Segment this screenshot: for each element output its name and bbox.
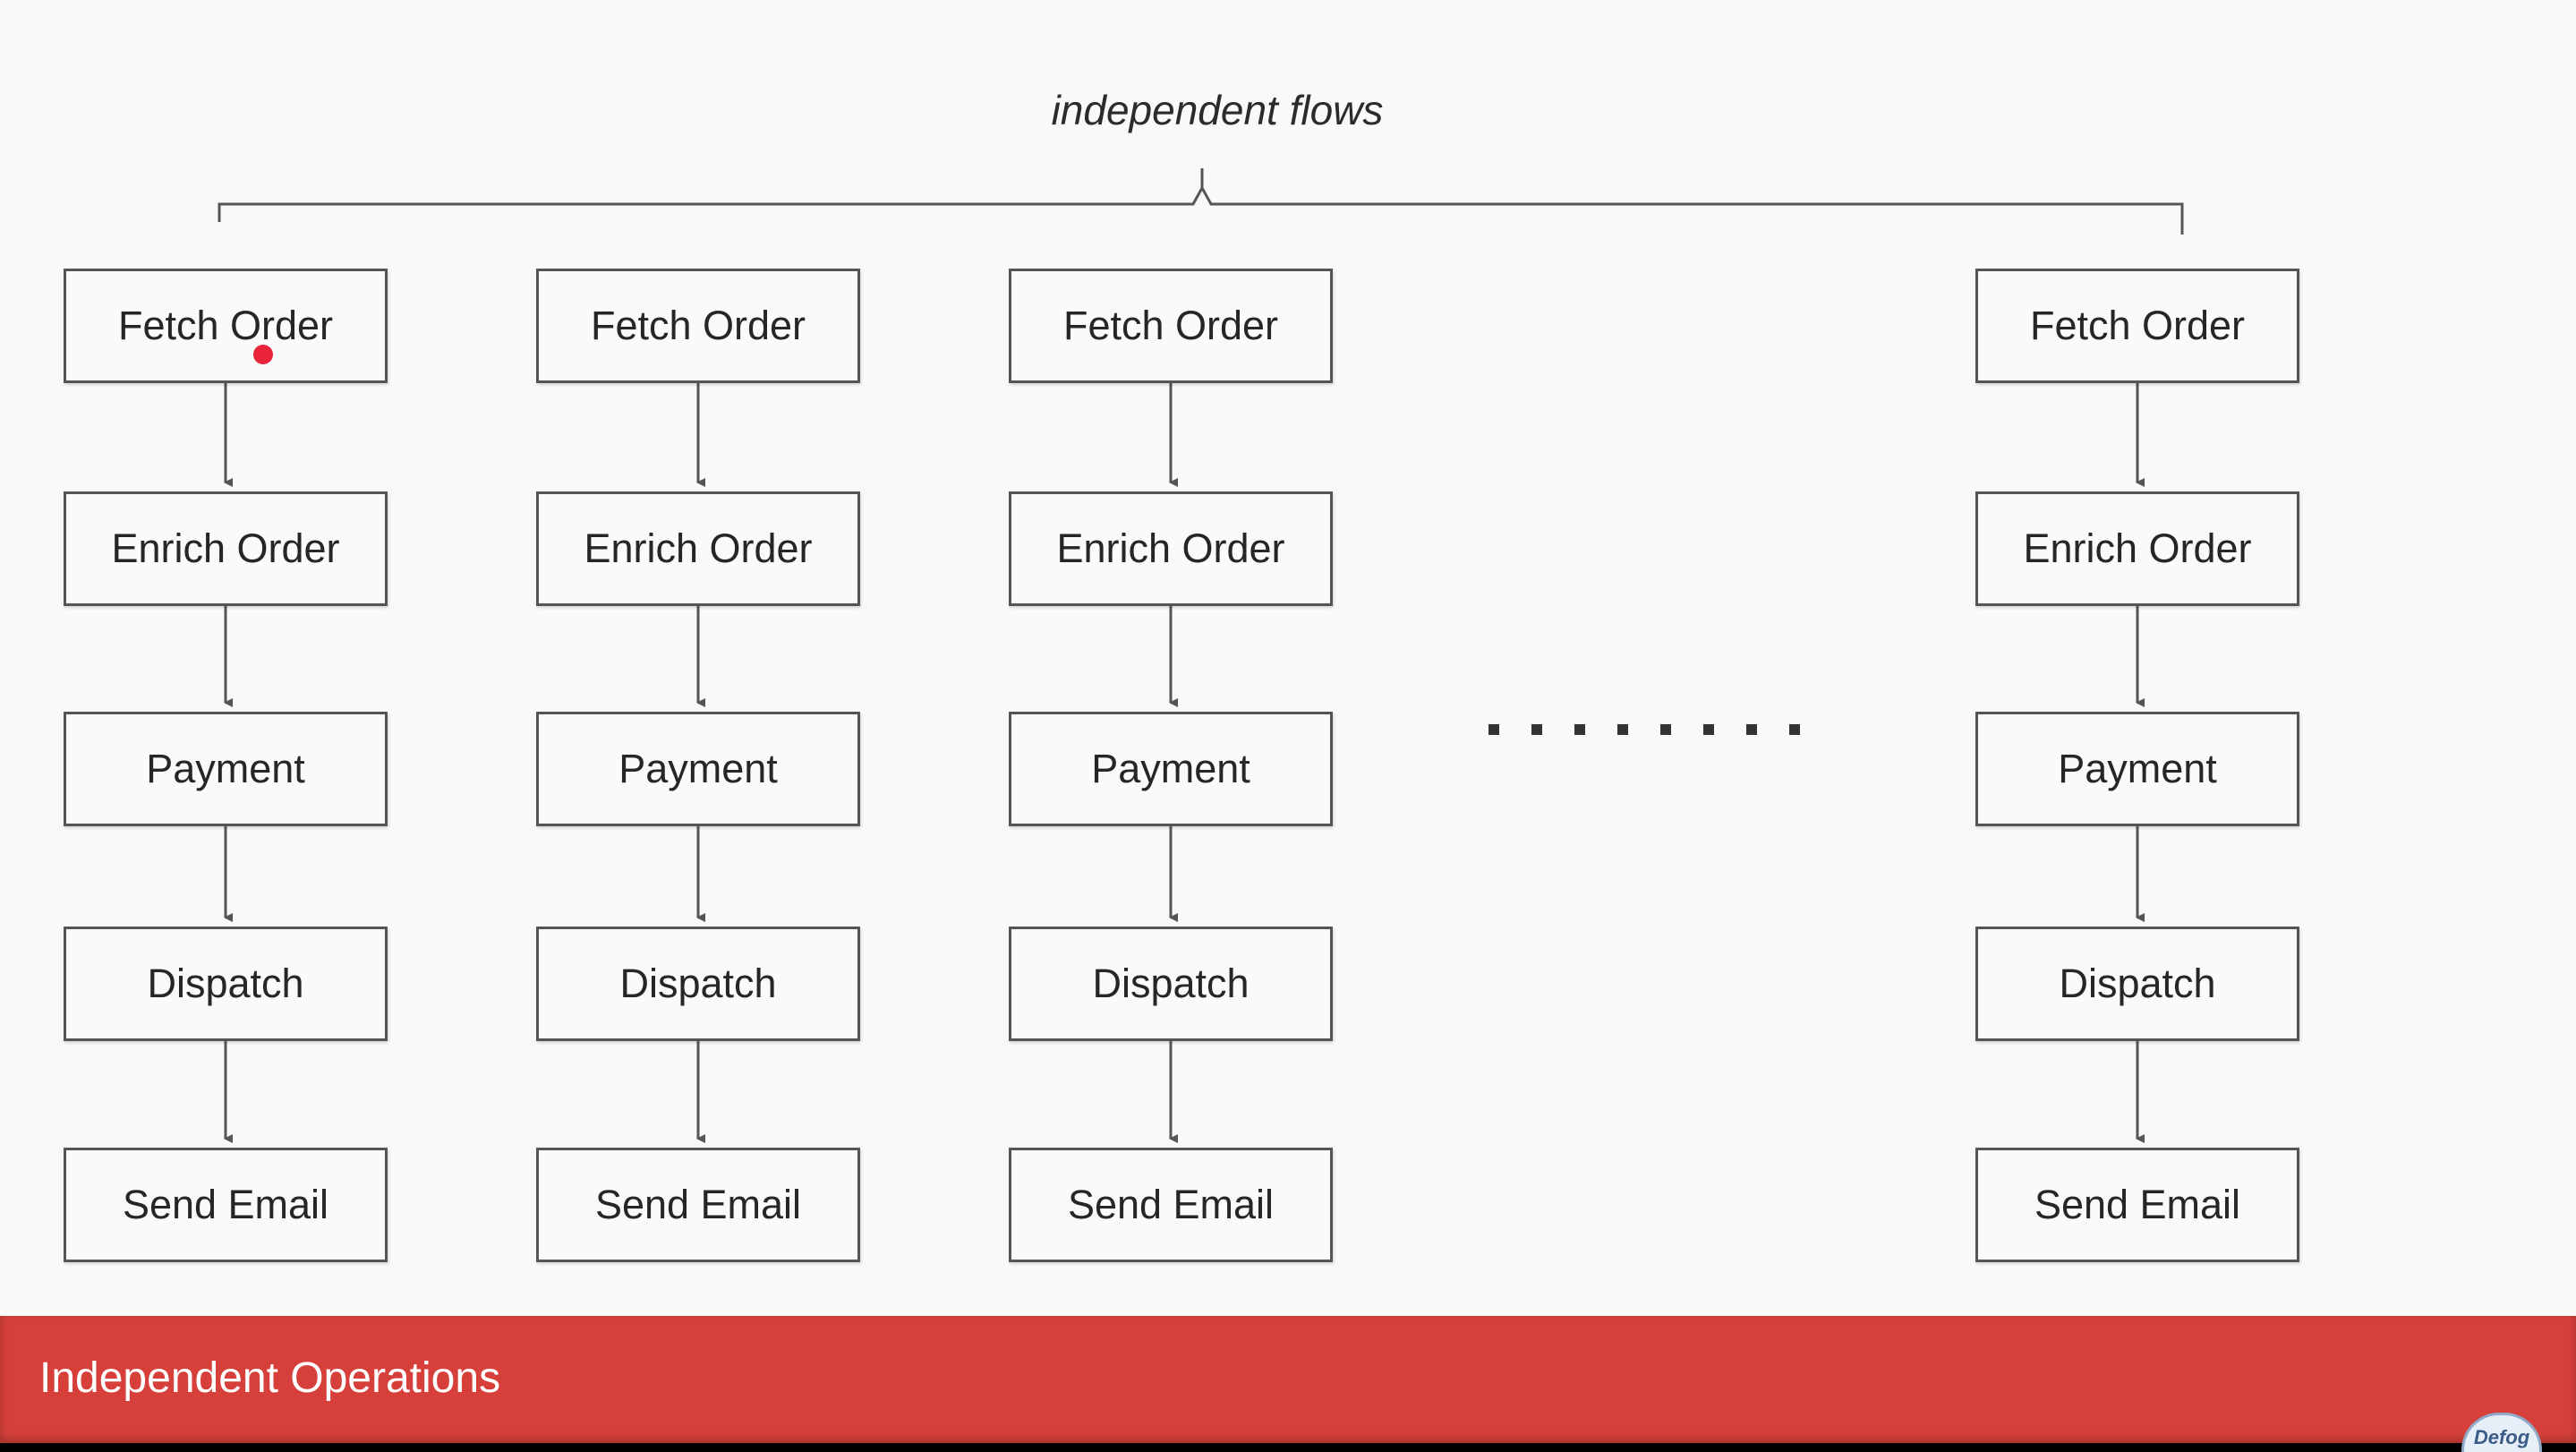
enrich-order-box: Enrich Order [1009, 491, 1333, 606]
dispatch-box: Dispatch [1009, 927, 1333, 1041]
connector-layer [218, 168, 2184, 1143]
payment-box: Payment [536, 712, 860, 826]
flow-column-2: Fetch Order Enrich Order Payment Dispatc… [536, 0, 860, 1316]
payment-box: Payment [1975, 712, 2299, 826]
send-email-box: Send Email [1975, 1148, 2299, 1262]
fetch-order-box: Fetch Order [1009, 269, 1333, 383]
send-email-box: Send Email [1009, 1148, 1333, 1262]
footer-title: Independent Operations [39, 1354, 501, 1402]
independent-flows-label: independent flows [1051, 87, 1384, 133]
horizontal-dots-icon [1481, 712, 1813, 747]
dispatch-box: Dispatch [64, 927, 388, 1041]
fetch-order-box: Fetch Order [64, 269, 388, 383]
brace-connector [218, 168, 2184, 235]
flow-column-4: Fetch Order Enrich Order Payment Dispatc… [1975, 0, 2299, 1316]
laser-pointer-dot [253, 345, 273, 364]
send-email-box: Send Email [64, 1148, 388, 1262]
flow-arrows [224, 383, 2145, 1143]
flow-column-1: Fetch Order Enrich Order Payment Dispatc… [64, 0, 388, 1316]
send-email-box: Send Email [536, 1148, 860, 1262]
footer-bar: Independent Operations [0, 1316, 2576, 1443]
slide-canvas: independent flows Fetch Order Enrich Ord… [0, 0, 2576, 1316]
payment-box: Payment [1009, 712, 1333, 826]
enrich-order-box: Enrich Order [1975, 491, 2299, 606]
fetch-order-box: Fetch Order [536, 269, 860, 383]
fetch-order-box: Fetch Order [1975, 269, 2299, 383]
flow-column-3: Fetch Order Enrich Order Payment Dispatc… [1009, 0, 1333, 1316]
enrich-order-box: Enrich Order [64, 491, 388, 606]
payment-box: Payment [64, 712, 388, 826]
dispatch-box: Dispatch [536, 927, 860, 1041]
dispatch-box: Dispatch [1975, 927, 2299, 1041]
enrich-order-box: Enrich Order [536, 491, 860, 606]
